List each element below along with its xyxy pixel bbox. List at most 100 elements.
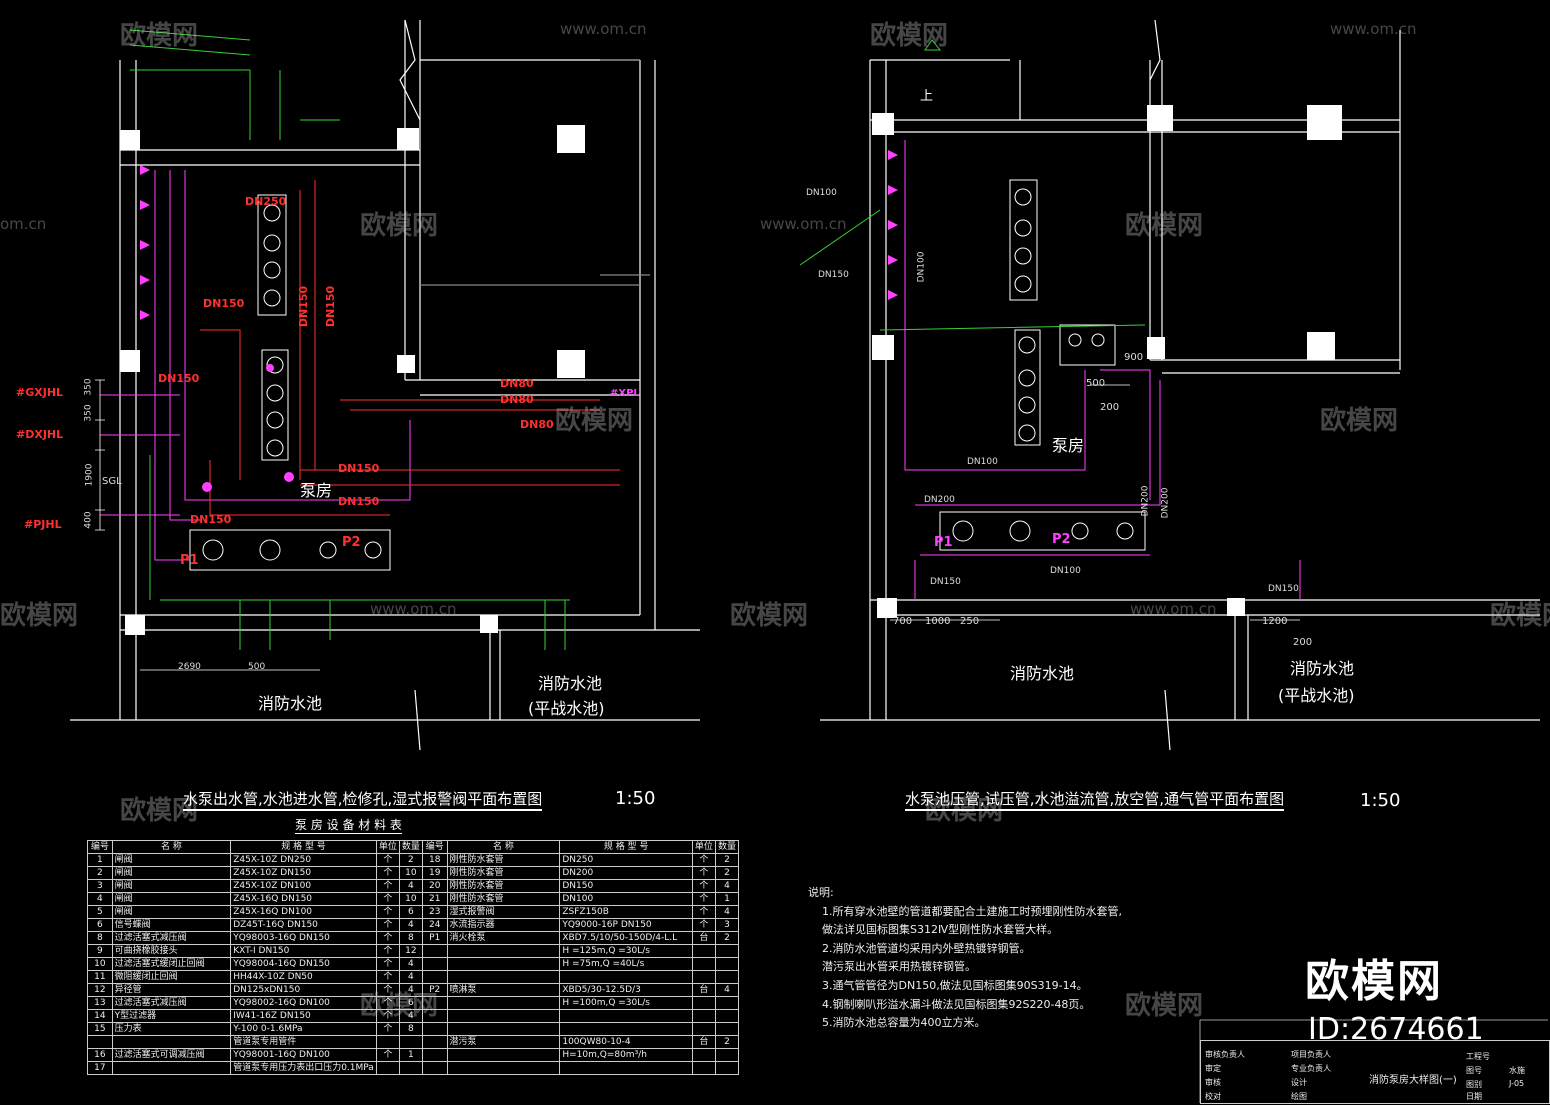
table-cell: 11: [87, 970, 113, 984]
table-cell: [714, 970, 740, 984]
right-pipe-label-3: DN100: [916, 251, 927, 283]
left-pipe-label-10: DN80: [500, 393, 534, 406]
table-cell: [446, 944, 561, 958]
table-cell: 2: [714, 866, 740, 880]
right-dim-4: 700: [893, 616, 913, 627]
table-cell: [375, 1035, 400, 1049]
table-cell: 个: [691, 905, 716, 919]
tb-cell: 审核: [1205, 1078, 1221, 1087]
table-cell: 100QW80-10-4: [559, 1035, 693, 1049]
tb-cell: 审核负责人: [1205, 1050, 1245, 1059]
right-plan-columns: [872, 105, 1342, 618]
table-cell: 1: [714, 892, 740, 906]
left-pump-p2: P2: [342, 535, 361, 550]
tb-cell: 工程号: [1466, 1052, 1490, 1061]
header-cell: 单位: [375, 840, 400, 854]
table-cell: DN150: [559, 879, 693, 893]
table-cell: 6: [398, 996, 423, 1010]
table-cell: [714, 1061, 740, 1075]
table-cell: 异径管: [111, 983, 232, 997]
table-cell: 3: [87, 879, 113, 893]
table-cell: 个: [375, 905, 400, 919]
left-dim-1: 350: [83, 378, 94, 396]
watermark-url-4: www.om.cn: [760, 215, 847, 233]
right-dim-lines: [890, 384, 1300, 621]
table-cell: [691, 970, 716, 984]
table-cell: 个: [375, 996, 400, 1010]
left-valves: [140, 165, 294, 492]
tb-cell: 图别: [1466, 1080, 1482, 1089]
table-cell: 过滤活塞式可调减压阀: [111, 1048, 232, 1062]
right-plan-title: 水泵池压管,试压管,水池溢流管,放空管,通气管平面布置图: [905, 788, 1285, 811]
table-cell: [421, 1061, 448, 1075]
right-dim-7: 1200: [1262, 616, 1288, 627]
table-cell: 闸阀: [111, 892, 232, 906]
table-cell: YQ98004-16Q DN150: [230, 957, 377, 971]
table-cell: Z45X-10Z DN150: [230, 866, 377, 880]
right-pipe-label-6: DN200: [1160, 487, 1171, 519]
table-cell: Z45X-10Z DN100: [230, 879, 377, 893]
table-cell: 个: [375, 970, 400, 984]
left-pipe-label-3: DN150: [297, 285, 311, 328]
table-cell: 闸阀: [111, 853, 232, 867]
material-table: 编号 名 称 规 格 型 号 单位 数量 编号 名 称 规 格 型 号 单位 数…: [87, 840, 740, 1075]
right-pipe-label-7: DN100: [1050, 566, 1081, 576]
table-cell: 15: [87, 1022, 113, 1036]
table-cell: [691, 1048, 716, 1062]
table-cell: 闸阀: [111, 879, 232, 893]
table-cell: [714, 1022, 740, 1036]
table-cell: 17: [87, 1061, 113, 1075]
left-pipe-label-5: DN150: [158, 372, 200, 385]
watermark-11: 欧模网: [925, 796, 1004, 826]
watermark-6: 欧模网: [1320, 406, 1399, 436]
left-dim-3: 1900: [84, 463, 95, 487]
left-pool2-label-a: 消防水池: [538, 674, 603, 693]
tb-cell: 设计: [1291, 1078, 1307, 1087]
table-cell: 4: [398, 983, 423, 997]
table-cell: 4: [398, 1009, 423, 1023]
right-plan-scale: 1:50: [1360, 790, 1401, 811]
notes-block: 说明: 1.所有穿水池壁的管道都要配合土建施工时预埋刚性防水套管, 做法详见国标…: [808, 884, 1122, 1033]
table-cell: 个: [375, 918, 400, 932]
right-pool-label: 消防水池: [1010, 664, 1075, 683]
table-cell: [714, 1048, 740, 1062]
left-riser-dxjhl: #DXJHL: [16, 428, 64, 441]
material-table-header: 编号 名 称 规 格 型 号 单位 数量 编号 名 称 规 格 型 号 单位 数…: [87, 840, 740, 854]
left-dim-5: 2690: [178, 662, 201, 672]
table-cell: KXT-I DN150: [230, 944, 377, 958]
table-cell: 8: [398, 931, 423, 945]
table-cell: 个: [691, 853, 716, 867]
table-cell: 个: [375, 957, 400, 971]
right-pool2-label-a: 消防水池: [1290, 659, 1355, 678]
table-cell: 9: [87, 944, 113, 958]
table-cell: [421, 1009, 448, 1023]
table-cell: [421, 1022, 448, 1036]
right-dim-6: 250: [960, 616, 980, 627]
table-cell: P2: [421, 983, 448, 997]
table-cell: 闸阀: [111, 905, 232, 919]
left-pipes: [100, 29, 620, 650]
tb-cell: 专业负责人: [1291, 1064, 1331, 1073]
table-cell: 8: [398, 1022, 423, 1036]
table-cell: [446, 1022, 561, 1036]
table-cell: 4: [398, 970, 423, 984]
table-cell: 过滤活塞式减压阀: [111, 931, 232, 945]
table-cell: DN100: [559, 892, 693, 906]
table-cell: 12: [87, 983, 113, 997]
notes-heading: 说明:: [808, 886, 834, 899]
table-cell: [421, 1048, 448, 1062]
table-cell: 过滤活塞式减压阀: [111, 996, 232, 1010]
left-plan-title: 水泵出水管,水池进水管,检修孔,湿式报警阀平面布置图: [183, 788, 543, 811]
right-pipe-label-8: DN150: [930, 577, 961, 587]
table-cell: 个: [691, 918, 716, 932]
tb-cell: 校对: [1205, 1092, 1221, 1101]
